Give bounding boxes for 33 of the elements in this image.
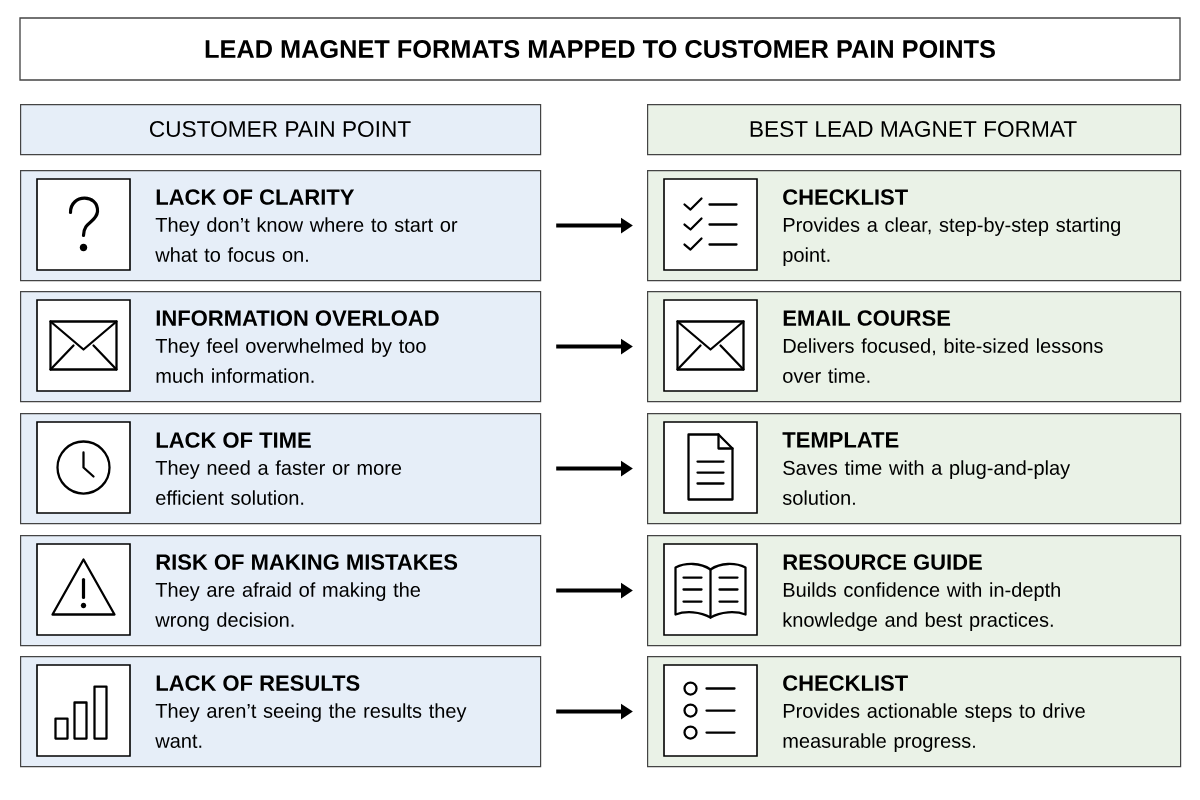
card bbox=[20, 535, 542, 647]
heading: RESOURCE GUIDE bbox=[783, 554, 982, 570]
card bbox=[20, 170, 542, 282]
card bbox=[647, 535, 1182, 647]
description: They aren’t seeing the results they want. bbox=[155, 703, 467, 748]
heading: RISK OF MAKING MISTAKES bbox=[156, 554, 458, 570]
card bbox=[647, 656, 1182, 768]
card bbox=[647, 170, 1182, 282]
column-header: BEST LEAD MAGNET FORMAT bbox=[647, 104, 1182, 156]
column-header: CUSTOMER PAIN POINT bbox=[20, 104, 542, 156]
heading: LACK OF TIME bbox=[156, 432, 311, 448]
heading: CHECKLIST bbox=[783, 675, 908, 691]
card bbox=[647, 413, 1182, 525]
description: They need a faster or more efficient solution. bbox=[155, 460, 402, 505]
description: Provides actionable steps to drive measurable progress. bbox=[783, 703, 1085, 752]
heading: INFORMATION OVERLOAD bbox=[156, 310, 439, 326]
description: They don’t know where to start or what to focus on. bbox=[155, 217, 458, 262]
title-box: LEAD MAGNET FORMATS MAPPED TO CUSTOMER PAIN POINTS bbox=[19, 17, 1181, 81]
description: Provides a clear, step-by-step starting point. bbox=[783, 217, 1120, 266]
card bbox=[20, 413, 542, 525]
heading: LACK OF CLARITY bbox=[156, 189, 355, 205]
heading: LACK OF RESULTS bbox=[156, 675, 360, 691]
description: Delivers focused, bite-sized lessons over time. bbox=[783, 338, 1103, 383]
heading: EMAIL COURSE bbox=[783, 310, 951, 326]
description: Saves time with a plug-and-play solution. bbox=[782, 460, 1071, 505]
description: They are afraid of making the wrong decision. bbox=[155, 582, 420, 631]
card bbox=[647, 291, 1182, 403]
heading: CHECKLIST bbox=[783, 189, 908, 205]
description: They feel overwhelmed by too much information. bbox=[155, 338, 426, 383]
heading: TEMPLATE bbox=[782, 432, 899, 448]
description: Builds confidence with in-depth knowledge and best practices. bbox=[783, 582, 1060, 631]
card bbox=[20, 291, 542, 403]
card bbox=[20, 656, 542, 768]
